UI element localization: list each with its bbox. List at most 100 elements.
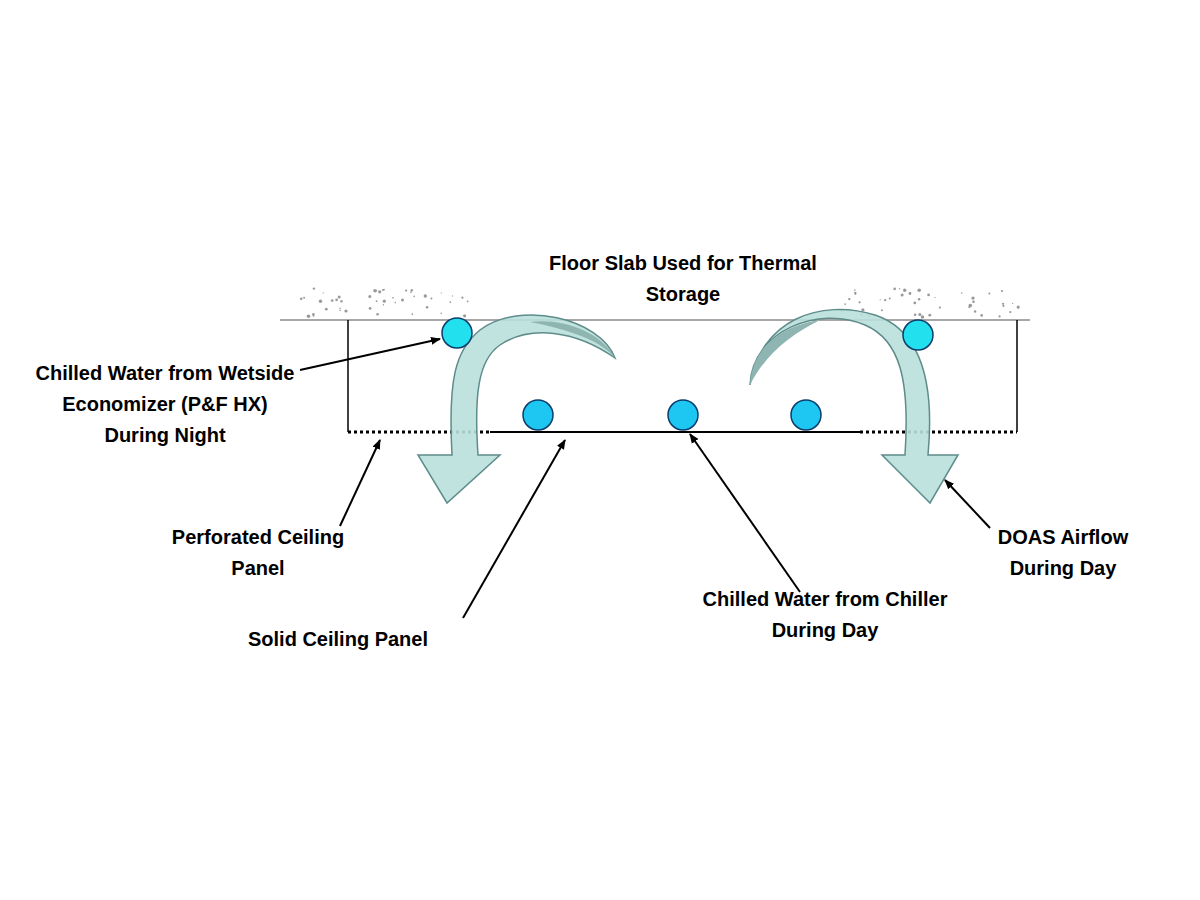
gravel-dot — [335, 298, 338, 301]
gravel-dot — [424, 294, 427, 297]
gravel-dot — [914, 314, 917, 317]
gravel-dot — [401, 299, 404, 302]
plenum-wall — [347, 320, 349, 432]
pipe — [903, 320, 933, 350]
gravel-dot — [392, 297, 394, 299]
gravel-dot — [988, 292, 990, 294]
leader-line — [690, 434, 800, 592]
gravel-dot — [899, 288, 900, 289]
callout-label: Chilled Water from Wetside Economizer (P… — [34, 358, 296, 451]
perforated-panel — [860, 431, 1017, 434]
gravel-dot — [331, 299, 334, 302]
gravel-dot — [1012, 303, 1013, 304]
gravel-dot — [319, 300, 322, 303]
gravel-dot — [430, 298, 432, 300]
gravel-dot — [410, 291, 412, 293]
gravel-dot — [323, 292, 324, 293]
gravel-dot — [376, 313, 379, 316]
gravel-dot — [467, 301, 469, 303]
gravel-dot — [1002, 303, 1004, 305]
gravel-dot — [339, 310, 341, 312]
gravel-dot — [972, 300, 975, 303]
pipe — [668, 400, 698, 430]
airflow-arrow-fold — [530, 321, 615, 358]
gravel-dot — [340, 300, 342, 302]
gravel-dot — [881, 309, 883, 311]
gravel-dot — [325, 308, 328, 311]
gravel-dot — [859, 301, 861, 303]
gravel-dot — [921, 315, 924, 318]
gravel-dot — [999, 315, 1001, 317]
gravel-dot — [927, 294, 930, 297]
plenum-wall — [1016, 320, 1018, 432]
gravel-dot — [928, 314, 931, 317]
gravel-dot — [1001, 290, 1003, 292]
gravel-dot — [918, 313, 921, 316]
gravel-dot — [307, 314, 311, 318]
gravel-dot — [463, 314, 466, 317]
leader-line — [945, 480, 990, 528]
gravel-dot — [969, 304, 973, 308]
gravel-dot — [413, 296, 415, 298]
gravel-dot — [854, 289, 856, 291]
gravel-dot — [903, 289, 906, 292]
leader-line — [300, 339, 440, 370]
gravel-dot — [909, 292, 912, 295]
gravel-dot — [383, 304, 384, 305]
gravel-dot — [378, 290, 381, 293]
gravel-dot — [313, 287, 315, 289]
gravel-dot — [880, 299, 881, 300]
gravel-dot — [893, 288, 896, 291]
gravel-dot — [844, 303, 846, 305]
gravel-dot — [313, 315, 315, 317]
gravel-dot — [426, 306, 429, 309]
gravel-dot — [300, 298, 303, 301]
gravel-dot — [934, 297, 935, 298]
gravel-dot — [303, 297, 305, 299]
gravel-dot — [376, 300, 378, 302]
gravel-dot — [411, 313, 413, 315]
gravel-dot — [369, 307, 372, 310]
gravel-dot — [452, 295, 453, 296]
gravel-dot — [338, 295, 341, 298]
callout-label: DOAS Airflow During Day — [978, 522, 1148, 584]
gravel-dot — [461, 297, 463, 299]
gravel-dot — [980, 314, 983, 317]
gravel-dot — [961, 292, 963, 294]
solid-panel — [490, 431, 860, 433]
gravel-dot — [913, 302, 916, 305]
gravel-dot — [1002, 305, 1004, 307]
gravel-dot — [1009, 311, 1011, 313]
gravel-dot — [848, 298, 850, 300]
gravel-dot — [405, 290, 407, 292]
callout-label: Solid Ceiling Panel — [208, 624, 468, 655]
gravel-dot — [411, 289, 413, 291]
leader-line — [463, 440, 565, 618]
gravel-dot — [884, 299, 886, 301]
leader-line — [340, 440, 380, 526]
gravel-dot — [974, 310, 976, 312]
pipe — [523, 400, 553, 430]
airflow-arrow — [418, 315, 615, 503]
gravel-dot — [1017, 306, 1020, 309]
callout-label: Perforated Ceiling Panel — [168, 522, 348, 584]
gravel-dot — [1018, 307, 1020, 309]
gravel-dot — [918, 298, 920, 300]
gravel-dot — [339, 307, 341, 309]
gravel-dot — [939, 307, 941, 309]
gravel-dot — [395, 302, 397, 304]
gravel-dot — [382, 289, 384, 291]
airflow-arrow-fold — [750, 320, 820, 385]
gravel-dot — [971, 296, 974, 299]
gravel-dot — [917, 289, 921, 293]
callout-label: Chilled Water from Chiller During Day — [700, 584, 950, 646]
gravel-dot — [855, 294, 857, 296]
pipe — [791, 400, 821, 430]
gravel-dot — [889, 298, 891, 300]
gravel-dot — [312, 313, 315, 316]
slab-label: Floor Slab Used for Thermal Storage — [548, 248, 818, 310]
gravel-dot — [441, 293, 442, 294]
gravel-dot — [449, 301, 451, 303]
gravel-dot — [383, 300, 386, 303]
